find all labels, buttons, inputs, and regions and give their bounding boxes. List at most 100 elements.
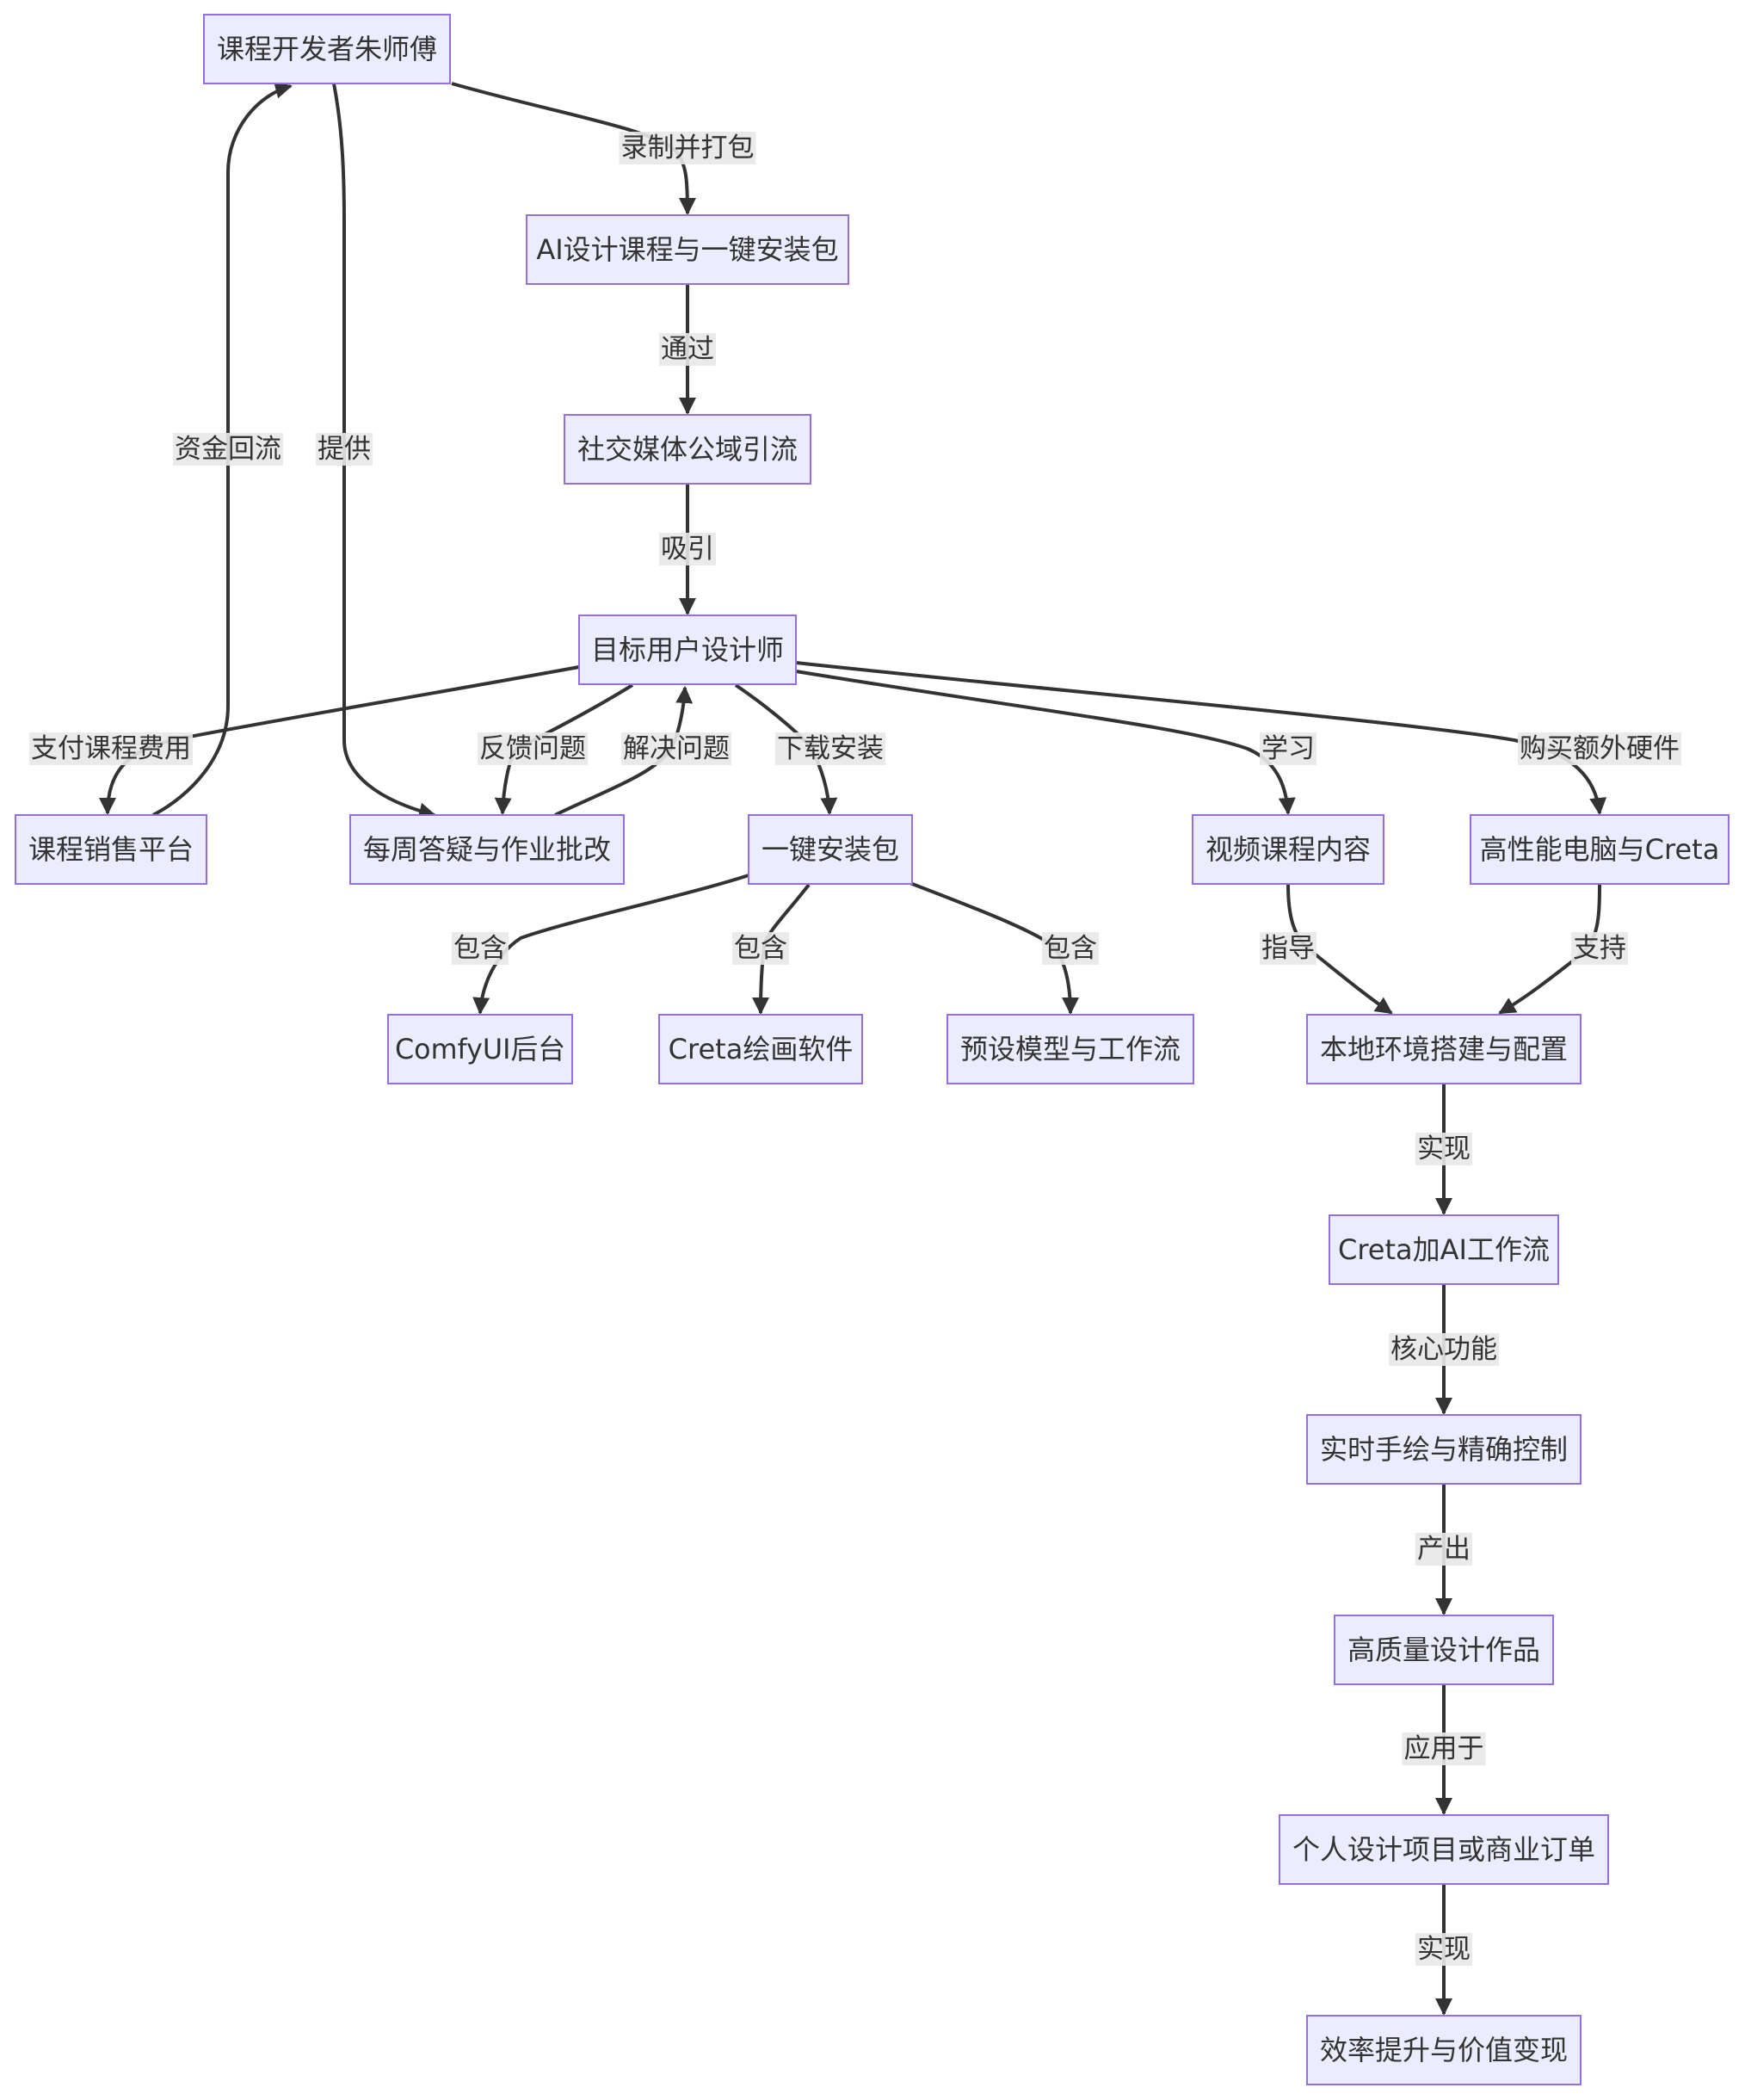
node-label: 高性能电脑与Creta [1480, 833, 1720, 866]
edge-target-to-video [795, 670, 1296, 815]
edge-label-background [1415, 1133, 1472, 1165]
node-box [658, 1014, 863, 1084]
node-box [1192, 814, 1384, 885]
edge-label-background [775, 732, 885, 765]
nodes-layer: 课程开发者朱师傅 AI设计课程与一键安装包社交媒体公域引流目标用户设计师课程销售平… [15, 14, 1730, 2085]
node-pc: 高性能电脑与Creta [1470, 814, 1730, 885]
node-label: 社交媒体公域引流 [577, 433, 798, 466]
node-platform: 课程销售平台 [15, 814, 207, 885]
edge-label-target-to-qa: 反馈问题 [478, 732, 588, 765]
edge-label-background [1415, 1933, 1472, 1966]
edge-target-to-pc [795, 661, 1607, 815]
edge-label-text: 应用于 [1404, 1733, 1484, 1764]
node-label: 一键安装包 [762, 833, 899, 866]
node-qa: 每周答疑与作业批改 [349, 814, 625, 885]
node-label: 每周答疑与作业批改 [363, 833, 611, 866]
node-target: 目标用户设计师 [578, 615, 797, 685]
node-realtime: 实时手绘与精确控制 [1306, 1414, 1582, 1485]
edge-label-qa-to-target: 解决问题 [621, 732, 731, 765]
edge-label-background [621, 732, 731, 765]
node-social: 社交媒体公域引流 [564, 414, 811, 485]
node-label: 个人设计项目或商业订单 [1292, 1833, 1595, 1866]
edge-label-target-to-platform: 支付课程费用 [29, 732, 193, 765]
edge-label-text: 反馈问题 [479, 733, 586, 764]
node-local: 本地环境搭建与配置 [1306, 1014, 1582, 1084]
node-workflow: Creta加AI工作流 [1329, 1214, 1559, 1285]
node-value: 效率提升与价值变现 [1306, 2015, 1582, 2085]
edge-label-pc-to-local: 支持 [1571, 932, 1628, 965]
edge-label-zhu-to-course: 录制并打包 [619, 132, 756, 164]
edge-label-text: 提供 [318, 434, 371, 465]
edge-label-pkg-to-preset: 包含 [1042, 932, 1099, 965]
node-label: 课程销售平台 [28, 833, 194, 866]
edge-label-text: 资金回流 [175, 434, 281, 465]
edge-label-target-to-pkg: 下载安装 [775, 732, 885, 765]
edge-label-text: 指导 [1261, 933, 1315, 964]
edge-label-background [1415, 1533, 1472, 1566]
edge-label-background [316, 433, 373, 466]
edge-label-text: 包含 [453, 933, 507, 964]
edge-label-course-to-social: 通过 [659, 333, 716, 366]
node-creta_sw: Creta绘画软件 [658, 1014, 863, 1084]
edge-label-zhu-to-qa: 提供 [316, 433, 373, 466]
node-label: Creta绘画软件 [669, 1033, 854, 1065]
node-pkg: 一键安装包 [748, 814, 913, 885]
node-label: 高质量设计作品 [1347, 1634, 1540, 1666]
node-label: 目标用户设计师 [591, 633, 784, 666]
node-preset: 预设模型与工作流 [946, 1014, 1194, 1084]
edge-label-background [1042, 932, 1099, 965]
edge-label-local-to-workflow: 实现 [1415, 1133, 1472, 1165]
node-box [387, 1014, 573, 1084]
edge-label-background [478, 732, 588, 765]
node-box [1279, 1814, 1609, 1885]
edge-label-text: 学习 [1261, 733, 1315, 764]
node-box [1334, 1615, 1554, 1685]
edge-label-background [1389, 1333, 1499, 1366]
edge-label-text: 吸引 [661, 534, 714, 565]
node-box [1470, 814, 1730, 885]
edge-label-text: 解决问题 [623, 733, 730, 764]
edge-video-to-local [1286, 884, 1393, 1015]
node-box [526, 214, 849, 285]
edge-label-background [659, 533, 716, 565]
edge-label-background [1402, 1732, 1486, 1765]
edge-label-video-to-local: 指导 [1260, 932, 1316, 965]
node-course: AI设计课程与一键安装包 [526, 214, 849, 285]
edge-platform-to-zhu [152, 81, 293, 817]
edge-label-background [1260, 932, 1316, 965]
edge-label-background [732, 932, 789, 965]
edge-label-workflow-to-realtime: 核心功能 [1389, 1333, 1499, 1366]
edge-label-background [173, 433, 283, 466]
edge-zhu-to-qa [332, 83, 436, 820]
node-video: 视频课程内容 [1192, 814, 1384, 885]
edge-label-target-to-pc: 购买额外硬件 [1518, 732, 1681, 765]
edge-label-text: 支付课程费用 [31, 733, 191, 764]
edge-label-text: 产出 [1417, 1534, 1471, 1565]
node-label: 预设模型与工作流 [960, 1033, 1181, 1065]
edge-label-realtime-to-works: 产出 [1415, 1533, 1472, 1566]
node-box [1306, 2015, 1582, 2085]
node-label: AI设计课程与一键安装包 [536, 233, 838, 266]
edge-label-text: 核心功能 [1390, 1334, 1497, 1365]
edge-label-orders-to-value: 实现 [1415, 1933, 1472, 1966]
node-orders: 个人设计项目或商业订单 [1279, 1814, 1609, 1885]
node-label: ComfyUI后台 [395, 1033, 565, 1065]
node-box [1306, 1414, 1582, 1485]
edge-label-text: 购买额外硬件 [1520, 733, 1680, 764]
node-box [1329, 1214, 1559, 1285]
node-label: 课程开发者朱师傅 [217, 33, 437, 65]
node-zhu: 课程开发者朱师傅 [203, 14, 451, 84]
edge-label-background [659, 333, 716, 366]
node-box [203, 14, 451, 84]
edge-label-works-to-orders: 应用于 [1402, 1732, 1486, 1765]
edge-label-pkg-to-creta_sw: 包含 [732, 932, 789, 965]
edge-label-text: 实现 [1417, 1133, 1471, 1164]
edge-label-text: 包含 [1044, 933, 1097, 964]
node-box [349, 814, 625, 885]
node-box [946, 1014, 1194, 1084]
edge-label-background [619, 132, 756, 164]
node-box [1306, 1014, 1582, 1084]
edge-label-target-to-video: 学习 [1260, 732, 1316, 765]
node-box [564, 414, 811, 485]
